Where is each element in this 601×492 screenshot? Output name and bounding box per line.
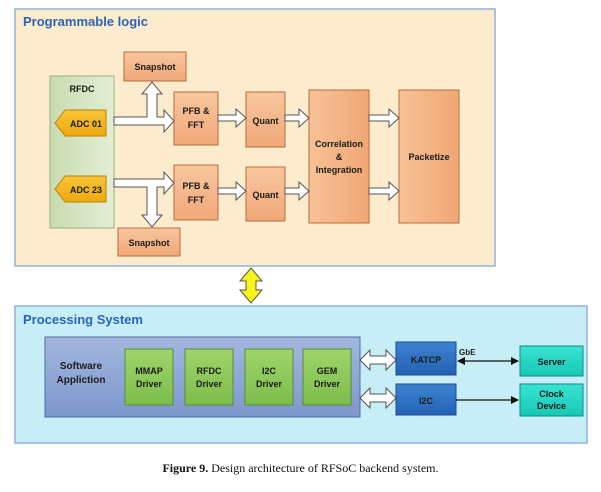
rfdc-driver-block <box>184 348 234 406</box>
arrow-adc01-to-pfb-top <box>113 81 175 134</box>
mmap-driver-label-2: Driver <box>136 379 163 389</box>
clock-device-block <box>519 383 584 417</box>
i2c-driver-block <box>244 348 294 406</box>
arrow-pfb-top-to-quant-top <box>217 107 247 129</box>
programmable-logic-section: Programmable logic RFDC ADC 01 ADC 23 Sn… <box>14 8 496 267</box>
server-label: Server <box>537 357 566 367</box>
pfb-fft-top-label-1: PFB & <box>183 106 211 116</box>
katcp-block <box>395 341 457 376</box>
arrow-quant-bottom-to-correlation <box>284 180 310 202</box>
pl-ps-interconnect-arrow <box>238 267 264 304</box>
snapshot-top-block <box>123 51 187 82</box>
katcp-label: KATCP <box>411 355 441 365</box>
gem-driver-block <box>302 348 352 406</box>
figure-caption-text: Design architecture of RFSoC backend sys… <box>211 461 439 475</box>
pfb-fft-bottom-label-2: FFT <box>188 195 205 205</box>
pfb-fft-top-block <box>173 91 219 146</box>
i2c-driver-label-1: I2C <box>262 366 277 376</box>
server-block <box>519 345 584 377</box>
adc-23-label: ADC 23 <box>70 185 102 195</box>
snapshot-bottom-label: Snapshot <box>128 238 169 248</box>
correlation-integration-block <box>308 89 370 224</box>
pfb-fft-top-label-2: FFT <box>188 120 205 130</box>
packetize-label: Packetize <box>408 152 449 162</box>
clock-device-label-2: Device <box>537 401 566 411</box>
adc-23-block <box>54 175 107 203</box>
correlation-label-2: & <box>336 152 343 162</box>
clock-device-label-1: Clock <box>539 389 565 399</box>
gbe-label: GbE <box>459 348 476 357</box>
rfdc-driver-label-1: RFDC <box>197 366 222 376</box>
figure-caption: Figure 9. Design architecture of RFSoC b… <box>0 461 601 476</box>
snapshot-bottom-block <box>117 227 181 257</box>
correlation-label-3: Integration <box>316 165 363 175</box>
programmable-logic-title: Programmable logic <box>23 14 148 29</box>
arrow-correlation-to-packetize-bottom <box>368 180 400 202</box>
rfdc-block <box>49 75 115 229</box>
processing-system-section: Processing System Software Appliction MM… <box>14 305 588 444</box>
pfb-fft-bottom-label-1: PFB & <box>183 181 211 191</box>
mmap-driver-label-1: MMAP <box>135 366 163 376</box>
arrow-quant-top-to-correlation <box>284 107 310 129</box>
mmap-driver-block <box>124 348 174 406</box>
arrow-correlation-to-packetize-top <box>368 107 400 129</box>
i2c-label: I2C <box>419 396 434 406</box>
software-label-2: Appliction <box>57 375 106 386</box>
quant-top-label: Quant <box>253 116 279 126</box>
gem-driver-label-2: Driver <box>314 379 341 389</box>
gem-driver-label-1: GEM <box>317 366 338 376</box>
arrow-adc23-to-pfb-bottom <box>113 170 175 228</box>
quant-bottom-label: Quant <box>253 190 279 200</box>
rfdc-label: RFDC <box>70 84 95 94</box>
software-label-1: Software <box>60 361 103 372</box>
i2c-driver-label-2: Driver <box>256 379 283 389</box>
arrow-pfb-bottom-to-quant-bottom <box>217 180 247 202</box>
quant-bottom-block <box>245 166 286 222</box>
figure-caption-prefix: Figure 9. <box>162 461 209 475</box>
processing-system-title: Processing System <box>23 312 143 327</box>
pfb-fft-bottom-block <box>173 164 219 221</box>
rfdc-driver-label-2: Driver <box>196 379 223 389</box>
packetize-block <box>398 89 460 224</box>
i2c-block <box>395 383 457 416</box>
snapshot-top-label: Snapshot <box>134 62 175 72</box>
adc-01-block <box>54 109 107 137</box>
adc-01-label: ADC 01 <box>70 119 102 129</box>
correlation-label-1: Correlation <box>315 139 363 149</box>
